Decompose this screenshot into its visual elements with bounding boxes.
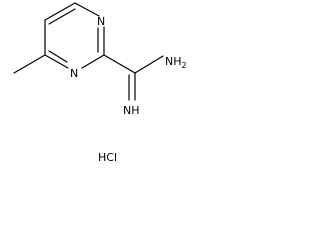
pyrimidine-ring — [44, 2, 105, 69]
amidine-group — [103, 54, 164, 101]
bond-amidine-nh2 — [134, 55, 164, 74]
ring-nitrogen-bottom-label: N — [70, 67, 78, 80]
amine-label-main: NH — [165, 55, 182, 68]
bond-c5-c6 — [44, 2, 76, 21]
bond-c2-n3 — [81, 54, 105, 69]
salt-label: HCl — [98, 151, 117, 164]
ring-nitrogen-top-label: N — [97, 15, 105, 28]
amine-label: NH2 — [165, 55, 187, 70]
bond-methyl — [13, 54, 46, 74]
amine-label-subscript: 2 — [182, 61, 187, 70]
bond-c6-n1 — [74, 2, 100, 17]
bond-n3-c4 — [44, 54, 69, 69]
bond-c2-amidine — [103, 54, 136, 74]
bond-c5-c6-double — [48, 8, 76, 25]
imine-label: NH — [123, 104, 140, 117]
bond-n3-c4-double — [48, 50, 68, 63]
molecule-diagram: N N NH2 NH HCl — [13, 2, 187, 164]
